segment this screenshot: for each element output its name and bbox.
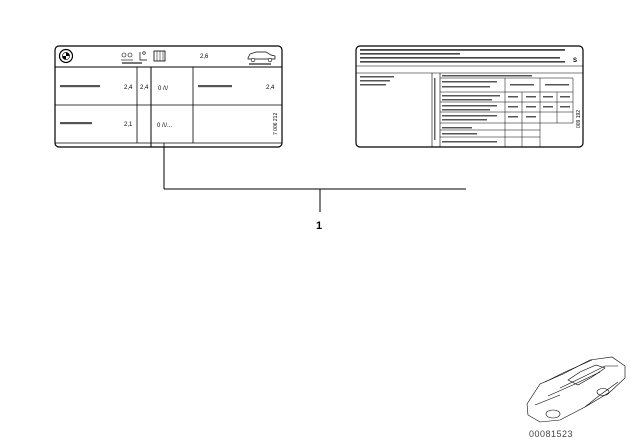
bmw-logo-icon	[58, 48, 74, 64]
load-icon	[121, 52, 133, 61]
pressure-value: 2,4	[140, 85, 149, 91]
diagram-reference-number: 00081523	[529, 429, 573, 439]
tyre-pressure-label: 2,6 2,4 2,4 0 /\/ 2,4 2,1 0 /\/... 7 006…	[54, 45, 283, 148]
car-thumbnail-icon	[526, 356, 626, 423]
leader-lines	[163, 147, 466, 212]
table-fine-print	[442, 75, 570, 143]
pressure-value: 2,4	[266, 85, 275, 91]
tyre-size-text	[60, 122, 92, 125]
callout-number: 1	[316, 220, 322, 232]
wheel-code: 0 /\/...	[157, 123, 172, 129]
label-outline	[54, 45, 283, 148]
seat-occupancy-icon	[139, 51, 147, 61]
tyre-size-text	[198, 85, 232, 88]
tyre-size-text	[60, 85, 100, 88]
label-part-number: 009 192	[576, 110, 582, 128]
header-pressure-value: 2,6	[200, 54, 209, 60]
label-corner-mark: S	[573, 58, 577, 64]
information-label: S	[355, 45, 584, 148]
pressure-value: 2,4	[124, 85, 133, 91]
label-part-number: 7 006 212	[273, 113, 279, 135]
wheel-code: 0 /\/	[158, 86, 168, 92]
header-fine-print	[360, 49, 565, 63]
car-side-icon	[247, 51, 276, 63]
left-fine-print	[360, 76, 394, 86]
pressure-value: 2,1	[124, 122, 133, 128]
load-table	[431, 73, 574, 147]
table-side-caption	[434, 78, 436, 140]
header-caption	[122, 62, 142, 64]
tyre-icon	[153, 50, 166, 62]
header-caption	[249, 63, 271, 65]
